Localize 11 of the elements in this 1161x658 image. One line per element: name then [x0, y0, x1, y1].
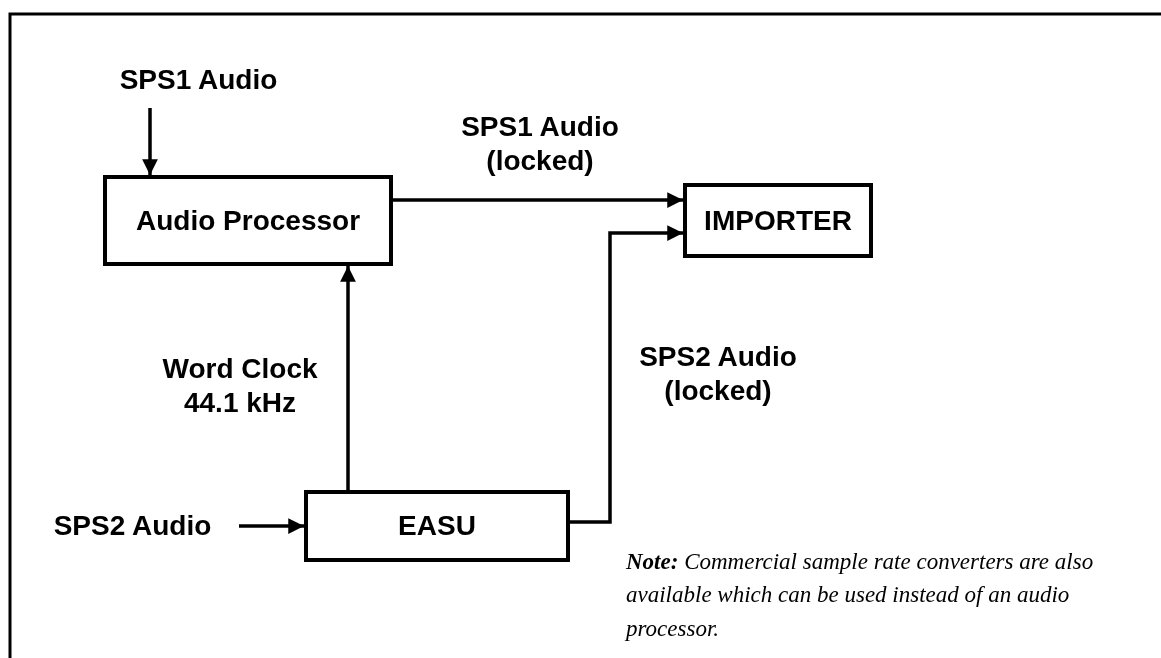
process-box: IMPORTER: [683, 183, 873, 258]
arrow: [570, 225, 683, 524]
arrow: [239, 518, 304, 534]
arrow: [142, 108, 158, 175]
process-box: Audio Processor: [103, 175, 393, 266]
note-text: Note: Commercial sample rate converters are also available which can be used instead of an audio processor.: [626, 548, 1095, 643]
process-box: EASU: [304, 490, 570, 562]
arrow: [393, 192, 683, 208]
input-label: SPS1 Audio: [96, 60, 301, 100]
arrow: [340, 266, 356, 490]
input-label: SPS2 Audio: [30, 506, 235, 546]
